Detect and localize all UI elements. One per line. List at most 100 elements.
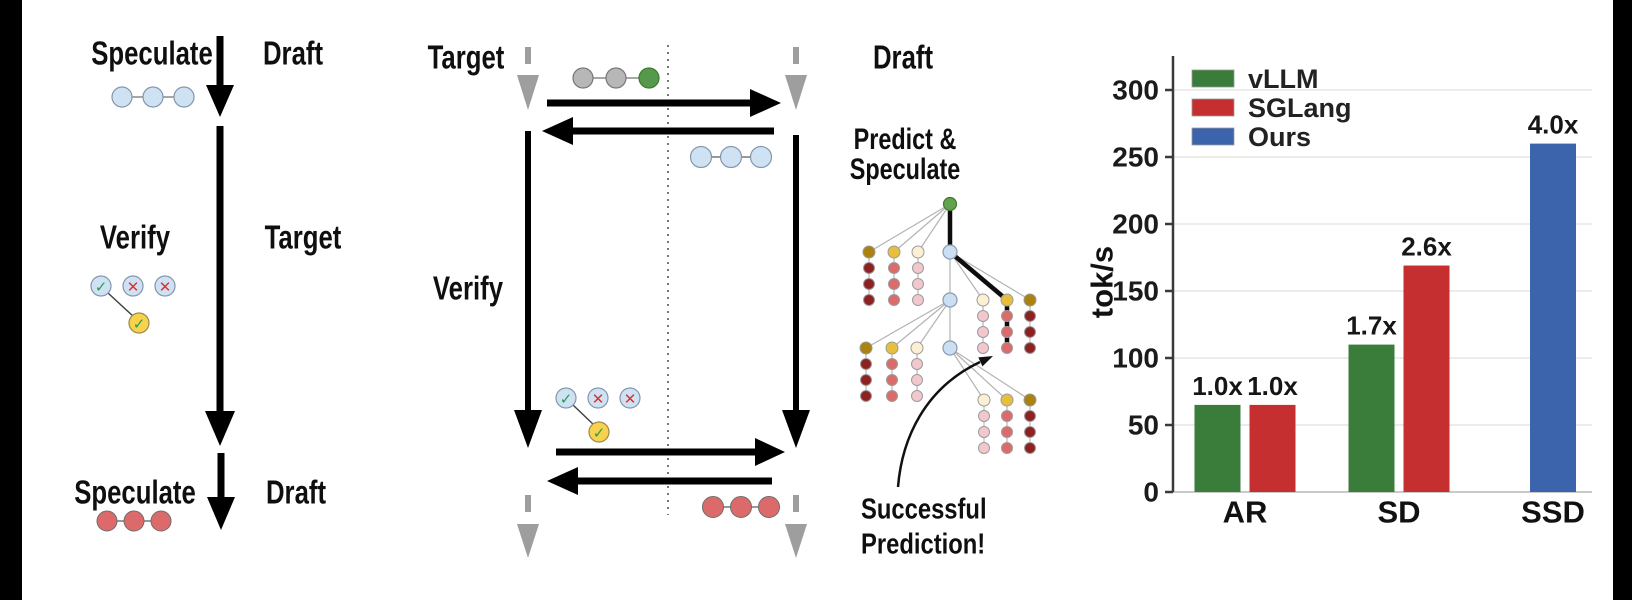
verify-tokens-left: ✓ ✕ ✕ ✓	[90, 275, 176, 334]
draft-timeline-arrow	[782, 135, 810, 448]
label-target-left: Target	[264, 218, 342, 256]
bar-SSD	[1530, 143, 1576, 492]
tree-edge	[949, 347, 985, 401]
arrow-to-draft-1	[547, 89, 781, 117]
tree-node-gold	[859, 341, 873, 355]
y-tick-label: 150	[1112, 276, 1159, 307]
tree-node-pink	[978, 426, 990, 438]
tree-node-cream	[911, 245, 925, 259]
tree-node-red	[1001, 310, 1013, 322]
tree-node-blue	[942, 244, 958, 260]
tree-edge	[893, 203, 951, 253]
bar-annotation: 1.0x	[1192, 371, 1243, 401]
tree-edge	[949, 251, 1031, 301]
cross-icon: ✕	[127, 278, 140, 296]
tree-node-pink	[977, 342, 989, 354]
panel-sequence: ✓ ✕ ✕ ✓	[514, 45, 810, 558]
tree-node-yellow	[887, 245, 901, 259]
legend-swatch	[1191, 127, 1235, 146]
y-tick-label: 250	[1112, 142, 1159, 173]
bar-SD	[1403, 265, 1450, 492]
lifeline-target-top	[517, 47, 539, 110]
tree-root-node	[942, 196, 958, 212]
bar-annotation: 1.7x	[1346, 311, 1397, 341]
tree-node-dred	[863, 262, 875, 274]
cross-icon: ✕	[159, 278, 172, 296]
tree-edge	[916, 299, 951, 349]
check-icon: ✓	[95, 278, 108, 296]
tree-node-pink	[978, 410, 990, 422]
label-speculate-bottom: Speculate	[74, 473, 196, 511]
label-draft-mid: Draft	[872, 38, 934, 76]
arrow-draft-bottom	[207, 453, 235, 530]
tree-edge	[865, 299, 951, 349]
tree-node-dred	[860, 358, 872, 370]
tree-node-red	[1001, 326, 1013, 338]
bar-SD	[1348, 344, 1395, 492]
label-success-line1: Successful	[861, 493, 987, 526]
bar-annotation: 4.0x	[1528, 110, 1579, 140]
tree-node-blue	[942, 340, 958, 356]
cross-icon: ✕	[624, 390, 637, 408]
tree-node-pink	[912, 294, 924, 306]
tree-node-red	[1001, 426, 1013, 438]
tree-node-red	[886, 374, 898, 386]
bar-annotation: 1.0x	[1247, 371, 1298, 401]
verify-tokens-mid: ✓ ✕ ✕ ✓	[555, 387, 641, 443]
x-category-label: SSD	[1521, 494, 1585, 529]
y-tick-label: 0	[1143, 477, 1159, 508]
tree-node-pink	[978, 442, 990, 454]
label-success-line2: Prediction!	[861, 528, 986, 561]
tree-edge	[949, 347, 1008, 401]
tree-node-dred	[1024, 426, 1036, 438]
tree-node-dred	[860, 390, 872, 402]
cross-icon: ✕	[592, 390, 605, 408]
tree-node-cream	[976, 293, 990, 307]
tree-node-dred	[1024, 342, 1036, 354]
token-chain-prompt	[572, 67, 660, 89]
tree-node-cream	[977, 393, 991, 407]
tree-node-yellow	[1000, 293, 1014, 307]
label-predict-line2: Speculate	[849, 153, 961, 186]
tree-node-pink	[912, 262, 924, 274]
black-border-left	[0, 0, 22, 600]
tree-node-red	[1001, 442, 1013, 454]
lifeline-draft-bottom	[785, 495, 807, 558]
lifeline-target-bottom	[517, 495, 539, 558]
tree-edge	[891, 299, 951, 349]
label-draft-top: Draft	[262, 34, 324, 72]
y-axis-title: tok/s	[1085, 246, 1120, 318]
panel-left-flow: ✓ ✕ ✕ ✓	[90, 36, 235, 532]
lifeline-draft-top	[785, 47, 807, 110]
legend-swatch	[1191, 98, 1235, 117]
legend-label: Ours	[1248, 122, 1311, 152]
tree-node-pink	[977, 326, 989, 338]
label-verify-left: Verify	[99, 218, 171, 256]
accepted-path-edge	[948, 250, 1009, 302]
tree-node-yellow	[885, 341, 899, 355]
tree-node-dred	[1024, 326, 1036, 338]
tree-node-dred	[1024, 442, 1036, 454]
black-border-right	[1613, 0, 1632, 600]
tree-node-pink	[912, 278, 924, 290]
tree-node-gold	[862, 245, 876, 259]
tree-edge	[949, 347, 1031, 401]
token-chain-draft-red	[702, 496, 780, 518]
tree-node-pink	[911, 358, 923, 370]
arrow-draft-top	[206, 36, 234, 117]
tree-node-red	[888, 294, 900, 306]
check-icon: ✓	[593, 424, 606, 442]
tree-node-red	[886, 390, 898, 402]
x-category-label: SD	[1377, 494, 1420, 529]
target-timeline-arrow	[514, 131, 542, 448]
token-chain-speculate-red	[96, 510, 172, 532]
label-draft-bottom: Draft	[265, 473, 327, 511]
tree-edge	[917, 203, 951, 253]
bar-AR	[1249, 404, 1296, 492]
bar-annotation: 2.6x	[1401, 232, 1452, 262]
panel-speculation-tree	[859, 196, 1037, 454]
tree-node-red	[888, 278, 900, 290]
